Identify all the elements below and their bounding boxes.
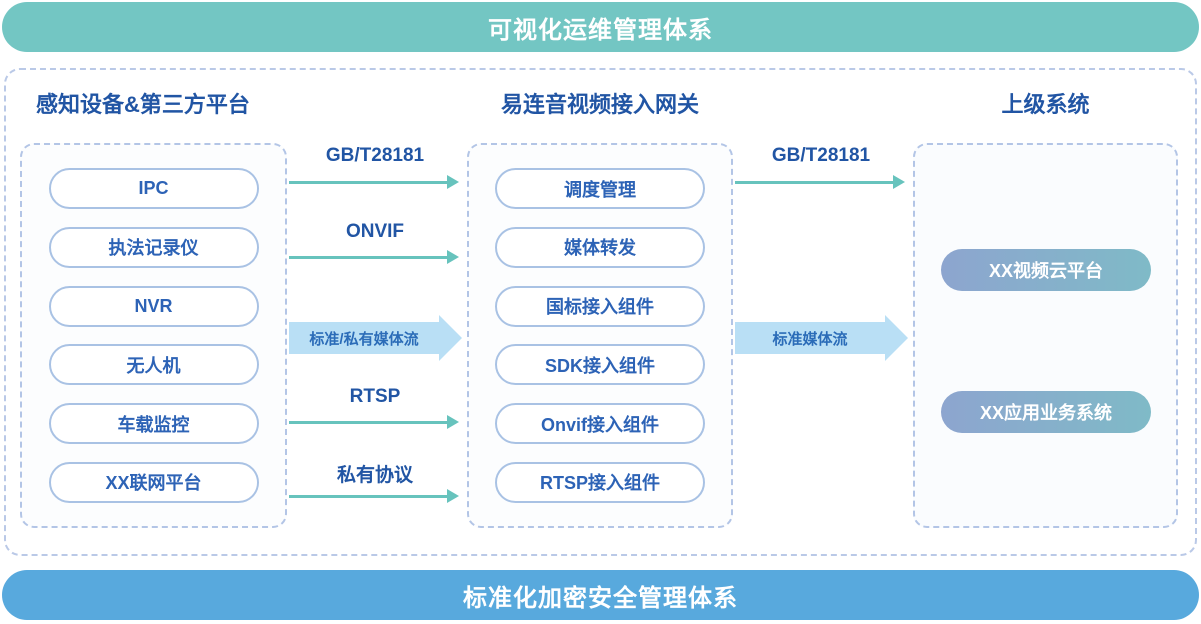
block-arrow-standard-private-media-stream: 标准/私有媒体流: [289, 322, 439, 354]
middle-pill-stack: 调度管理 媒体转发 国标接入组件 SDK接入组件 Onvif接入组件 RTSP接…: [469, 145, 731, 526]
arrow-icon-gbt28181-right: [735, 176, 905, 188]
top-banner: 可视化运维管理体系: [2, 2, 1199, 52]
node-media-forwarding: 媒体转发: [495, 226, 705, 268]
flow-label-private-protocol: 私有协议: [336, 465, 413, 486]
arrow-icon-onvif: [289, 251, 459, 263]
node-dispatch-management: 调度管理: [495, 168, 705, 209]
node-drone: 无人机: [48, 344, 259, 386]
flow-label-onvif: ONVIF: [345, 221, 405, 242]
node-xx-video-cloud-platform: XX视频云平台: [941, 249, 1151, 291]
right-column-title: 上级系统: [1001, 92, 1090, 117]
left-column-title: 感知设备&第三方平台: [36, 92, 250, 117]
node-xx-network-platform: XX联网平台: [48, 461, 259, 503]
block-arrow-head-icon-right: [885, 315, 908, 361]
node-ipc: IPC: [48, 168, 259, 209]
node-onvif-access-component: Onvif接入组件: [495, 403, 705, 445]
node-gb-access-component: 国标接入组件: [495, 285, 705, 327]
node-nvr: NVR: [48, 285, 259, 327]
node-sdk-access-component: SDK接入组件: [495, 344, 705, 386]
arrow-icon-rtsp: [289, 416, 459, 428]
bottom-banner-title: 标准化加密安全管理体系: [463, 584, 738, 612]
bottom-banner: 标准化加密安全管理体系: [2, 570, 1199, 620]
node-vehicle-monitor: 车载监控: [48, 403, 259, 445]
left-pill-stack: IPC 执法记录仪 NVR 无人机 车载监控 XX联网平台: [22, 145, 285, 526]
node-body-camera: 执法记录仪: [48, 226, 259, 268]
arrow-icon-gbt28181-left: [289, 176, 459, 188]
top-banner-title: 可视化运维管理体系: [488, 16, 713, 44]
flow-label-gbt28181-right: GB/T28181: [771, 145, 871, 166]
block-arrow-standard-media-stream: 标准媒体流: [735, 322, 885, 354]
left-group-box: IPC 执法记录仪 NVR 无人机 车载监控 XX联网平台: [20, 143, 287, 528]
middle-group-box: 调度管理 媒体转发 国标接入组件 SDK接入组件 Onvif接入组件 RTSP接…: [467, 143, 733, 528]
arrow-icon-private-protocol: [289, 490, 459, 502]
flow-label-rtsp: RTSP: [349, 386, 401, 407]
node-xx-application-business-system: XX应用业务系统: [941, 391, 1151, 433]
middle-column-title: 易连音视频接入网关: [500, 92, 699, 117]
right-group-box: XX视频云平台 XX应用业务系统: [913, 143, 1178, 528]
block-arrow-head-icon-left: [439, 315, 462, 361]
node-rtsp-access-component: RTSP接入组件: [495, 461, 705, 503]
flow-label-gbt28181-left: GB/T28181: [325, 145, 425, 166]
